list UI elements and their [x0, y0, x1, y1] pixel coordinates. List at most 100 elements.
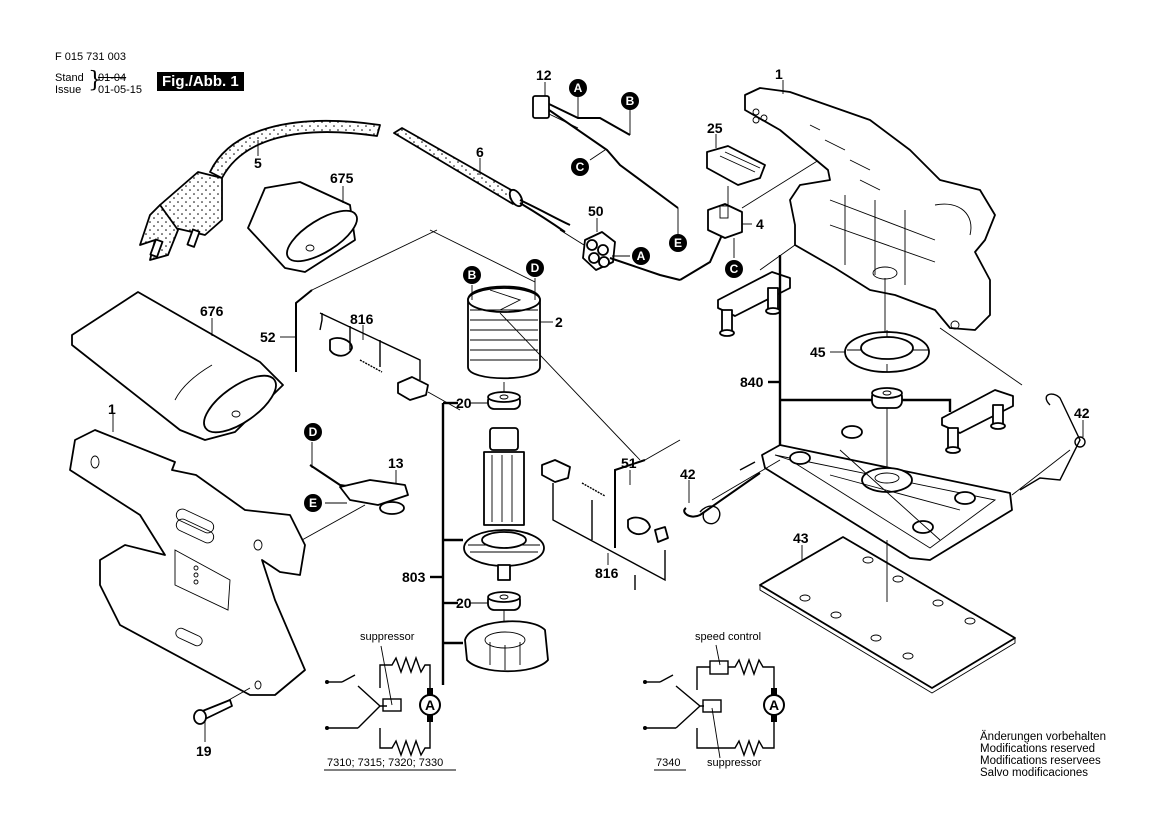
svg-text:B: B	[626, 94, 635, 108]
label-42-left: 42	[680, 466, 696, 482]
footer-notes: Änderungen vorbehalten Modifications res…	[980, 731, 1106, 779]
fan-bottom[interactable]	[464, 620, 549, 673]
clamp-spring-right-part-42[interactable]	[1019, 393, 1086, 491]
schematic-2-motor-symbol: A	[769, 697, 779, 713]
connector-D-coil: D	[526, 259, 544, 277]
label-51: 51	[621, 455, 637, 471]
schematic-1-models: 7310; 7315; 7320; 7330	[327, 757, 443, 769]
brush-holder-left-part-52-816[interactable]	[295, 229, 461, 411]
leader-coil-brush-axis	[499, 312, 641, 461]
label-676: 676	[200, 303, 224, 319]
axis-clip-left	[759, 244, 796, 271]
label-4: 4	[756, 216, 764, 232]
base-clip-right[interactable]	[941, 389, 1014, 454]
field-coil-part-2[interactable]	[467, 285, 541, 380]
label-20-lower: 20	[456, 595, 472, 611]
schematic-2-models: 7340	[656, 757, 680, 769]
schematic-7340: speed control A 7340 suppressor	[643, 631, 785, 771]
dust-box-part-676[interactable]	[71, 291, 285, 443]
label-13: 13	[388, 455, 404, 471]
label-45: 45	[810, 344, 826, 360]
leader-C-top	[589, 149, 606, 161]
axis-housing-clip	[939, 327, 1023, 386]
connector-C-right: C	[725, 260, 743, 278]
connector-B-top: B	[621, 92, 639, 110]
label-675: 675	[330, 170, 354, 186]
bearing-upper-part-20[interactable]	[487, 391, 521, 410]
svg-text:A: A	[574, 81, 583, 95]
schematic-1-motor-symbol: A	[425, 697, 435, 713]
svg-text:D: D	[531, 261, 540, 275]
label-6: 6	[476, 144, 484, 160]
base-plate-part-840[interactable]	[761, 425, 1013, 561]
switch-part-4[interactable]	[707, 203, 743, 239]
schematic-7310-7330: suppressor A 7310; 7315; 7320; 7330	[324, 631, 456, 771]
connector-E-left: E	[304, 494, 322, 512]
label-12: 12	[536, 67, 552, 83]
connector-A-top: A	[569, 79, 587, 97]
svg-text:A: A	[637, 249, 646, 263]
connector-A-mid: A	[632, 247, 650, 265]
label-52: 52	[260, 329, 276, 345]
armature-part-803[interactable]	[463, 427, 545, 581]
note-fr: Modifications reservees	[980, 755, 1101, 767]
doc-number: F 015 731 003	[55, 51, 126, 63]
schematic-2-speed-control-label: speed control	[695, 631, 761, 643]
power-cord-part-5[interactable]	[139, 119, 381, 261]
label-19: 19	[196, 743, 212, 759]
label-5: 5	[254, 155, 262, 171]
terminal-block-part-50[interactable]	[559, 229, 681, 281]
label-816-right: 816	[595, 565, 619, 581]
label-42-right: 42	[1074, 405, 1090, 421]
sanding-pad-part-43[interactable]	[759, 536, 1016, 694]
label-840: 840	[740, 374, 764, 390]
stand-date: 01-04	[98, 72, 127, 84]
brace-symbol: }	[88, 68, 102, 93]
seal-part-45[interactable]	[844, 330, 930, 373]
label-50: 50	[588, 203, 604, 219]
label-816-left: 816	[350, 311, 374, 327]
dust-adapter-part-675[interactable]	[247, 181, 364, 273]
svg-text:B: B	[468, 268, 477, 282]
label-43: 43	[793, 530, 809, 546]
label-25: 25	[707, 120, 723, 136]
screw-part-19[interactable]	[193, 699, 233, 725]
note-de: Änderungen vorbehalten	[980, 731, 1106, 743]
issue-date: 01-05-15	[98, 84, 143, 96]
bearing-base[interactable]	[871, 387, 903, 409]
speed-control-part-13[interactable]	[309, 464, 409, 515]
switch-slide-part-25[interactable]	[706, 145, 766, 186]
brush-holder-right-part-51-816[interactable]	[541, 439, 681, 590]
label-2: 2	[555, 314, 563, 330]
housing-right-part-1[interactable]	[744, 87, 996, 331]
cord-guard-part-6[interactable]	[393, 127, 571, 233]
connector-D-left: D	[304, 423, 322, 441]
issue-label: Issue	[55, 84, 82, 96]
clamp-spring-left-part-42[interactable]	[683, 461, 761, 525]
svg-text:E: E	[674, 236, 682, 250]
svg-text:E: E	[309, 496, 317, 510]
stand-label: Stand	[55, 72, 84, 84]
bearing-lower-part-20[interactable]	[487, 591, 521, 611]
label-1-right: 1	[775, 66, 783, 82]
schematic-1-suppressor-label: suppressor	[360, 631, 415, 643]
note-en: Modifications reserved	[980, 743, 1096, 755]
connector-E-top: E	[669, 234, 687, 252]
leader-13-axis	[301, 504, 366, 541]
base-clip-left[interactable]	[717, 271, 791, 337]
label-1-left: 1	[108, 401, 116, 417]
schematic-2-suppressor-label: suppressor	[707, 757, 762, 769]
wire-to-switch	[679, 234, 723, 281]
connector-C-top: C	[571, 158, 589, 176]
housing-left-part-1[interactable]	[69, 429, 306, 696]
label-20-upper: 20	[456, 395, 472, 411]
bracket-840-clip	[902, 398, 952, 412]
connector-wires-part-12[interactable]	[532, 95, 679, 209]
figure-label: Fig./Abb. 1	[157, 72, 244, 91]
note-es: Salvo modificaciones	[980, 767, 1089, 779]
connector-B-coil: B	[463, 266, 481, 284]
svg-text:C: C	[730, 262, 739, 276]
leader-coil-axis	[429, 229, 536, 283]
axis-42-right	[1011, 449, 1071, 496]
